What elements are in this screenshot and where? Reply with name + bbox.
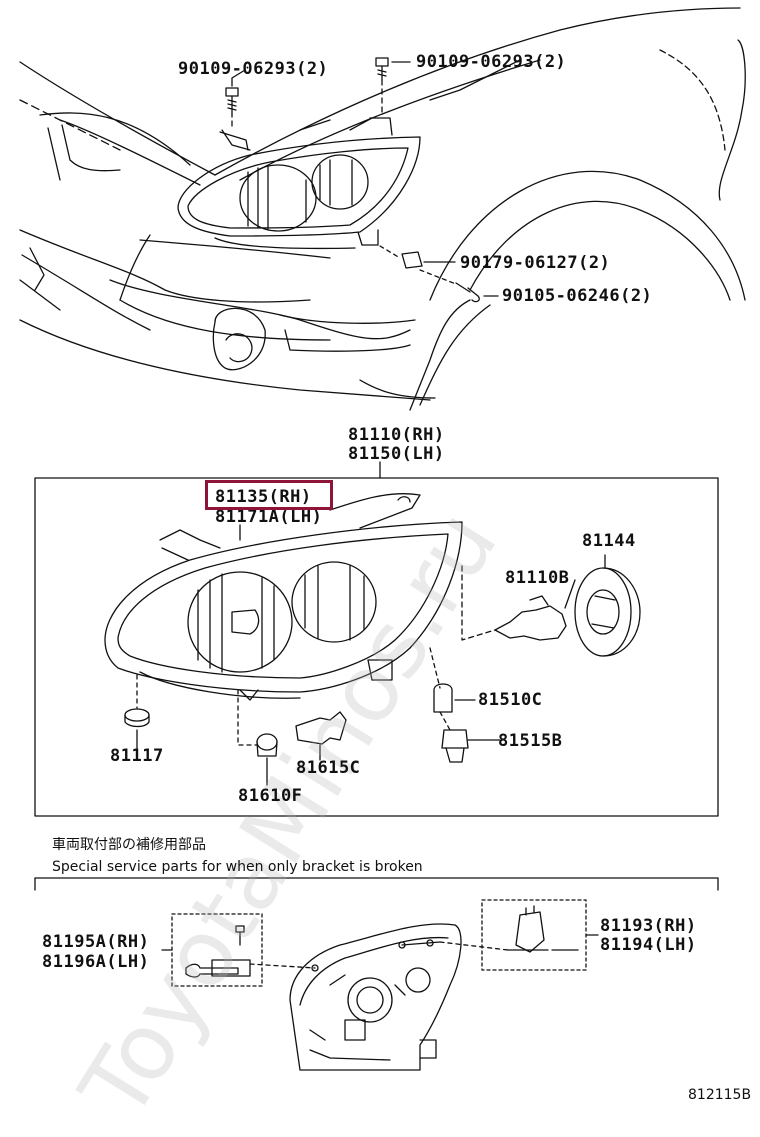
reference-code: 812115B <box>688 1087 752 1103</box>
part-cap <box>574 567 641 657</box>
label-81171a-lh: 81171A(LH) <box>215 507 323 527</box>
label-81196a-lh: 81196A(LH) <box>42 952 150 972</box>
part-wedge-bulb <box>429 647 453 713</box>
caption-japanese: 車両取付部の補修用部品 <box>52 837 206 853</box>
label-81110-rh: 81110(RH) <box>348 425 445 445</box>
assembly-box <box>34 461 719 817</box>
label-81610f: 81610F <box>238 786 303 806</box>
part-bulb-main <box>461 565 567 641</box>
leader-lines-box <box>136 524 606 786</box>
exploded-headlamp <box>104 493 463 701</box>
label-81150-lh: 81150(LH) <box>348 444 445 464</box>
part-socket <box>439 711 469 763</box>
label-81193-rh: 81193(RH) <box>600 916 697 936</box>
part-washer <box>124 674 150 728</box>
parts-diagram <box>19 7 746 1071</box>
label-90109-06293-left: 90109-06293(2) <box>178 59 329 79</box>
label-81515b: 81515B <box>498 731 563 751</box>
leader-lines-top <box>231 61 499 297</box>
part-small-socket <box>295 711 347 745</box>
highlight-box[interactable] <box>205 480 333 510</box>
label-81615c: 81615C <box>296 758 361 778</box>
label-90105-06246: 90105-06246(2) <box>502 286 653 306</box>
label-90179-06127: 90179-06127(2) <box>460 253 611 273</box>
label-90109-06293-right: 90109-06293(2) <box>416 52 567 72</box>
label-81195a-rh: 81195A(RH) <box>42 932 150 952</box>
caption-english: Special service parts for when only brac… <box>52 859 423 875</box>
label-81194-lh: 81194(LH) <box>600 935 697 955</box>
part-small-bulb <box>237 689 278 757</box>
installed-headlamp <box>177 57 480 303</box>
label-81144: 81144 <box>582 531 636 551</box>
label-81135-rh: 81135(RH) <box>215 487 312 507</box>
label-81117: 81117 <box>110 746 164 766</box>
label-81110b: 81110B <box>505 568 570 588</box>
label-81510c: 81510C <box>478 690 543 710</box>
bracket-section <box>34 877 719 1071</box>
